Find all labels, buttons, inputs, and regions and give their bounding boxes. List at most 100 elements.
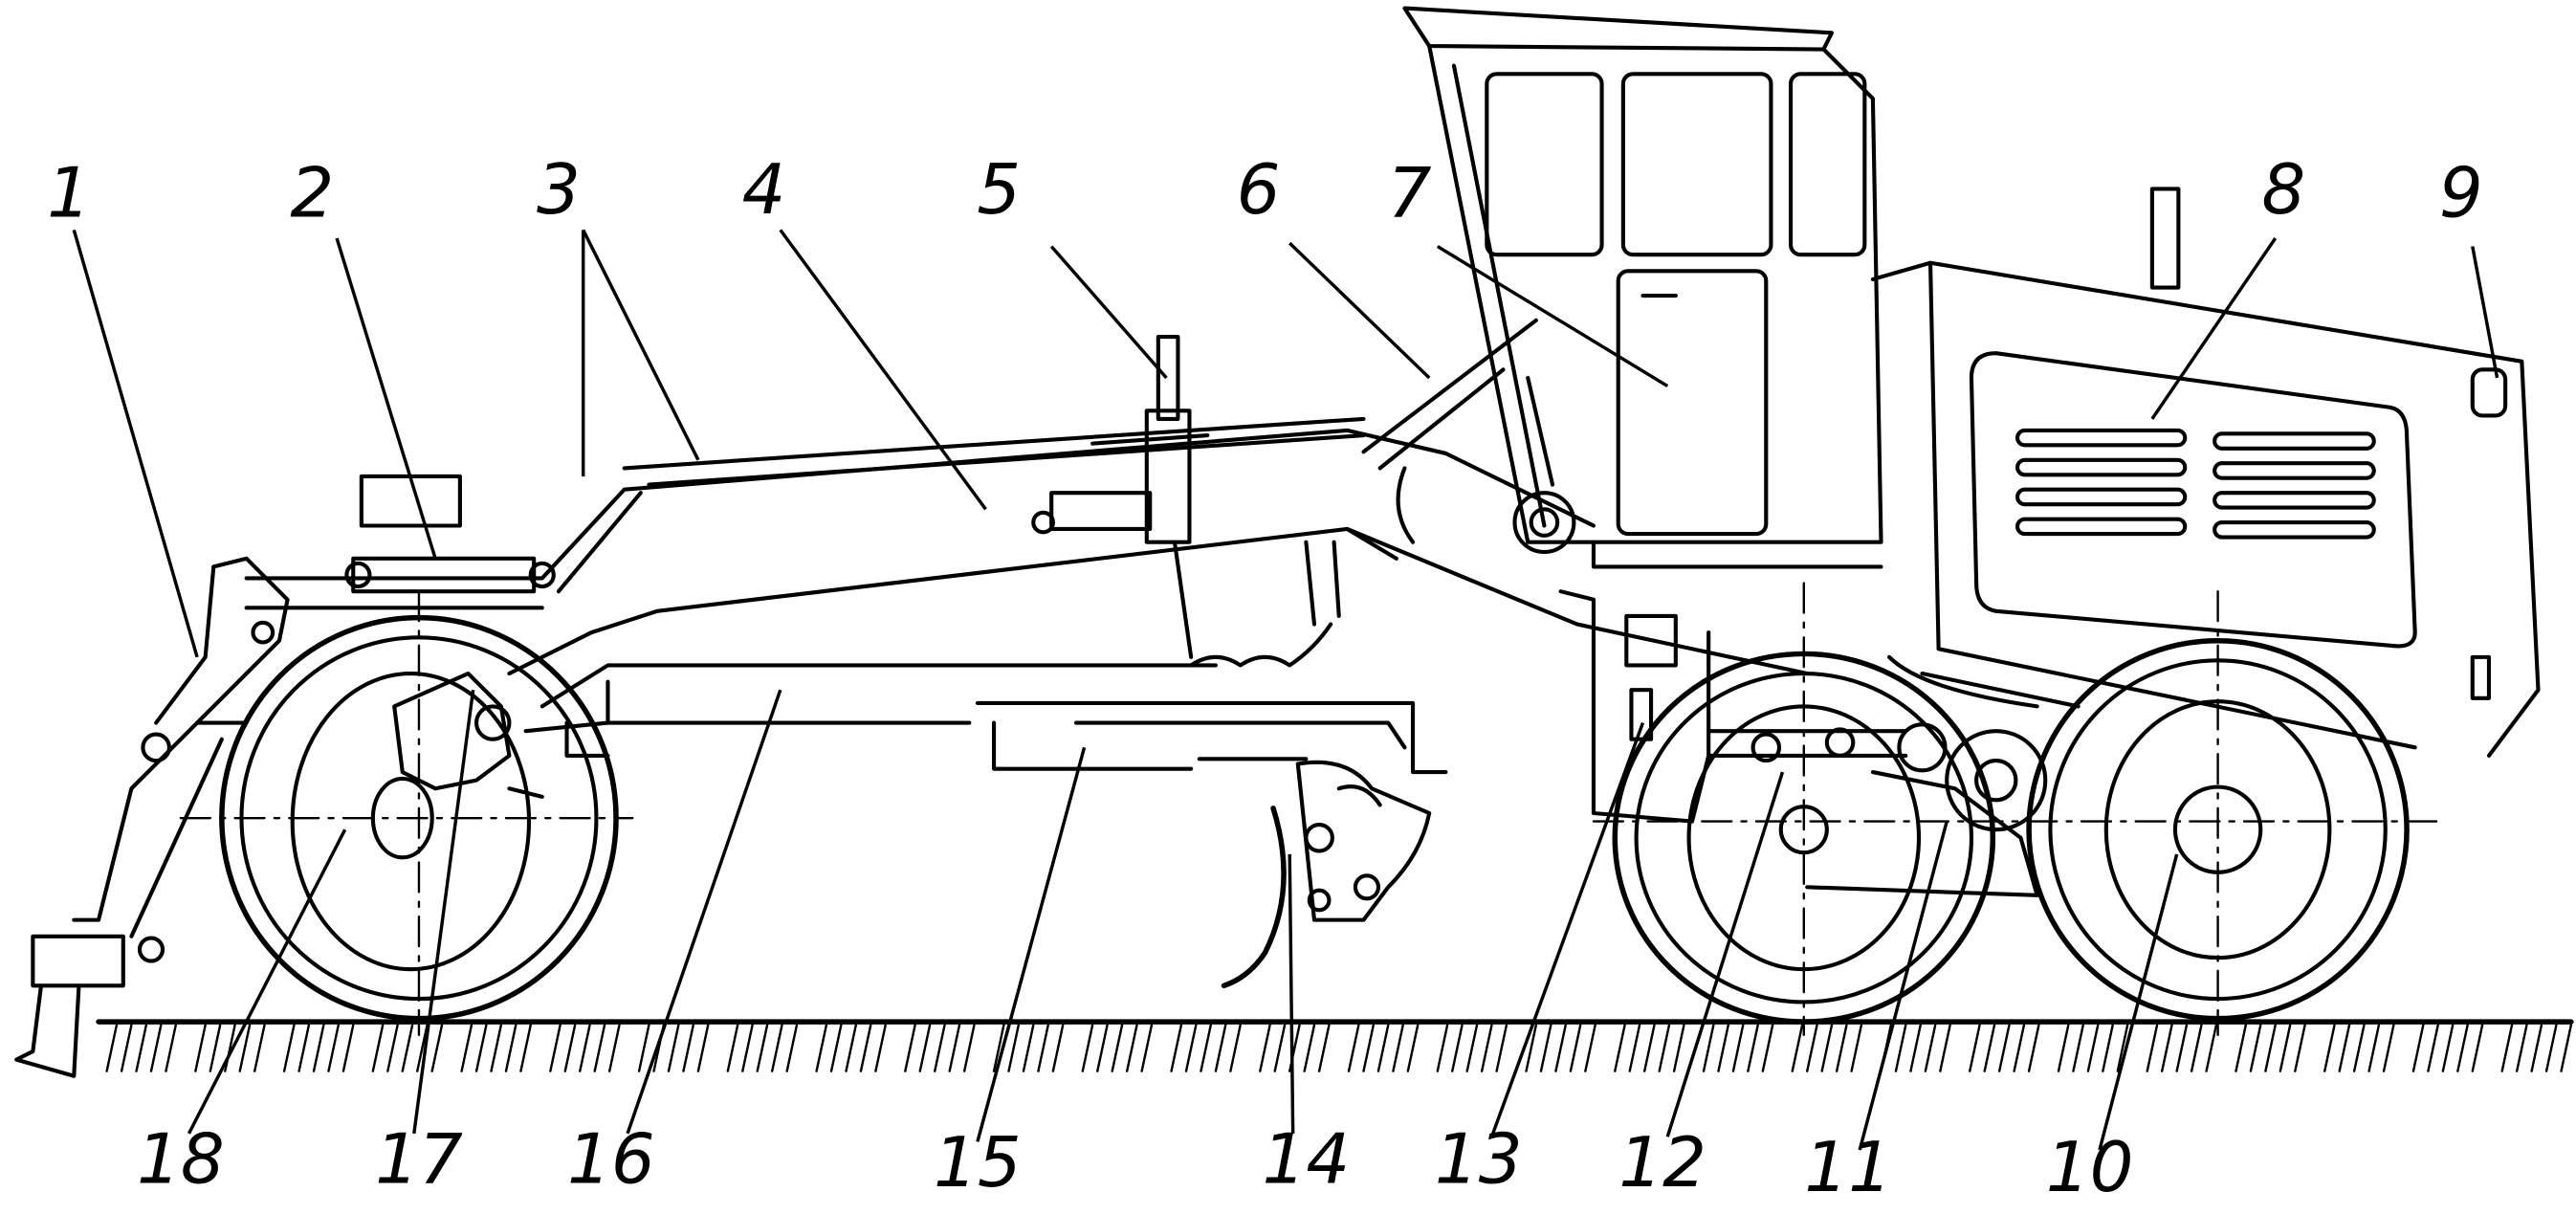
leader-13 xyxy=(1489,721,1645,1137)
leader-2 xyxy=(335,237,437,560)
hatch-mark xyxy=(859,1024,872,1072)
leader-lines xyxy=(72,229,2499,1151)
leader-5 xyxy=(1049,245,1168,380)
hatch-mark xyxy=(2382,1024,2395,1072)
hatch-mark xyxy=(1658,1024,1671,1072)
hatch-mark xyxy=(962,1024,976,1072)
hatch-mark xyxy=(579,1024,591,1072)
hatch-mark xyxy=(1554,1024,1567,1072)
hatch-mark xyxy=(2072,1024,2084,1072)
leader-7 xyxy=(1436,245,1669,388)
hatch-mark xyxy=(504,1024,517,1072)
hatch-mark xyxy=(1642,1024,1656,1072)
hatch-mark xyxy=(1702,1024,1715,1072)
leader-6 xyxy=(1288,241,1431,380)
hatch-mark xyxy=(2471,1024,2484,1072)
hatch-mark xyxy=(1096,1024,1109,1072)
hatch-mark xyxy=(1170,1024,1183,1072)
hatch-mark xyxy=(386,1024,399,1072)
hatch-mark xyxy=(2249,1024,2262,1072)
hatch-mark xyxy=(1569,1024,1582,1072)
callout-11: 11 xyxy=(1804,1128,1892,1208)
cab xyxy=(1361,6,1883,569)
hatch-mark xyxy=(2515,1024,2528,1072)
hatch-mark xyxy=(549,1024,561,1072)
hatch-mark xyxy=(1081,1024,1094,1072)
leader-4 xyxy=(779,229,987,511)
leader-1 xyxy=(72,229,199,658)
hatch-mark xyxy=(1983,1024,1996,1072)
lift-cylinder xyxy=(1090,334,1210,659)
hatch-mark xyxy=(282,1024,296,1072)
louvre-slot xyxy=(2213,461,2376,480)
hatch-mark xyxy=(667,1024,680,1072)
hatch-mark xyxy=(607,1024,621,1072)
hatch-mark xyxy=(1200,1024,1212,1072)
louvre-slot xyxy=(2015,517,2188,537)
hatch-mark xyxy=(1037,1024,1049,1072)
louvre-slot xyxy=(2213,431,2376,451)
callout-4: 4 xyxy=(742,150,786,231)
hatch-mark xyxy=(2544,1024,2558,1072)
hatch-mark xyxy=(1761,1024,1774,1072)
callout-6: 6 xyxy=(1237,150,1281,231)
hatch-mark xyxy=(2160,1024,2173,1072)
hatch-mark xyxy=(2441,1024,2455,1072)
hatch-mark xyxy=(1997,1024,2011,1072)
hatch-mark xyxy=(726,1024,739,1072)
hatch-mark xyxy=(2013,1024,2026,1072)
louvre-slot xyxy=(2015,487,2188,507)
hatch-mark xyxy=(460,1024,473,1072)
callout-10: 10 xyxy=(2046,1128,2134,1208)
hatch-mark xyxy=(1214,1024,1227,1072)
callout-5: 5 xyxy=(977,150,1021,231)
hatch-mark xyxy=(934,1024,946,1072)
hatch-mark xyxy=(1969,1024,1981,1072)
hatch-mark xyxy=(1111,1024,1124,1072)
hatch-mark xyxy=(948,1024,961,1072)
hatch-mark xyxy=(1303,1024,1316,1072)
rear-wheel xyxy=(179,589,634,1037)
hatch-mark xyxy=(327,1024,341,1072)
hatch-mark xyxy=(1022,1024,1035,1072)
hatch-mark xyxy=(1273,1024,1287,1072)
hatch-mark xyxy=(2530,1024,2543,1072)
callout-12: 12 xyxy=(1618,1123,1706,1203)
hatch-mark xyxy=(1835,1024,1848,1072)
hatch-mark xyxy=(1007,1024,1021,1072)
hatch-mark xyxy=(2367,1024,2381,1072)
hatch-mark xyxy=(430,1024,444,1072)
hatch-mark xyxy=(2323,1024,2336,1072)
hatch-mark xyxy=(519,1024,532,1072)
hatch-mark xyxy=(105,1024,119,1072)
hatch-mark xyxy=(2027,1024,2040,1072)
hatch-mark xyxy=(209,1024,222,1072)
leader-10 xyxy=(2098,853,2179,1151)
hatch-mark xyxy=(2500,1024,2514,1072)
hatch-mark xyxy=(1376,1024,1390,1072)
hatch-mark xyxy=(918,1024,932,1072)
hatch-mark xyxy=(1125,1024,1138,1072)
leader-8 xyxy=(2150,237,2278,420)
hatch-mark xyxy=(2057,1024,2070,1072)
hatch-mark xyxy=(371,1024,385,1072)
hatch-mark xyxy=(135,1024,148,1072)
hatch-mark xyxy=(341,1024,355,1072)
hatch-mark xyxy=(1451,1024,1464,1072)
hatch-mark xyxy=(1628,1024,1641,1072)
hatch-mark xyxy=(2146,1024,2159,1072)
louvre-slot xyxy=(2015,428,2188,448)
hatch-mark xyxy=(474,1024,488,1072)
hatch-mark xyxy=(297,1024,311,1072)
louvre-slot xyxy=(2213,520,2376,540)
louvre-slot xyxy=(2015,457,2188,477)
hatch-mark xyxy=(682,1024,694,1072)
hatch-mark xyxy=(194,1024,207,1072)
callout-3: 3 xyxy=(537,150,581,231)
hatch-mark xyxy=(490,1024,503,1072)
leader-16 xyxy=(626,689,782,1135)
hatch-mark xyxy=(1465,1024,1479,1072)
leader-15 xyxy=(976,746,1087,1142)
main-frame xyxy=(244,416,1810,676)
